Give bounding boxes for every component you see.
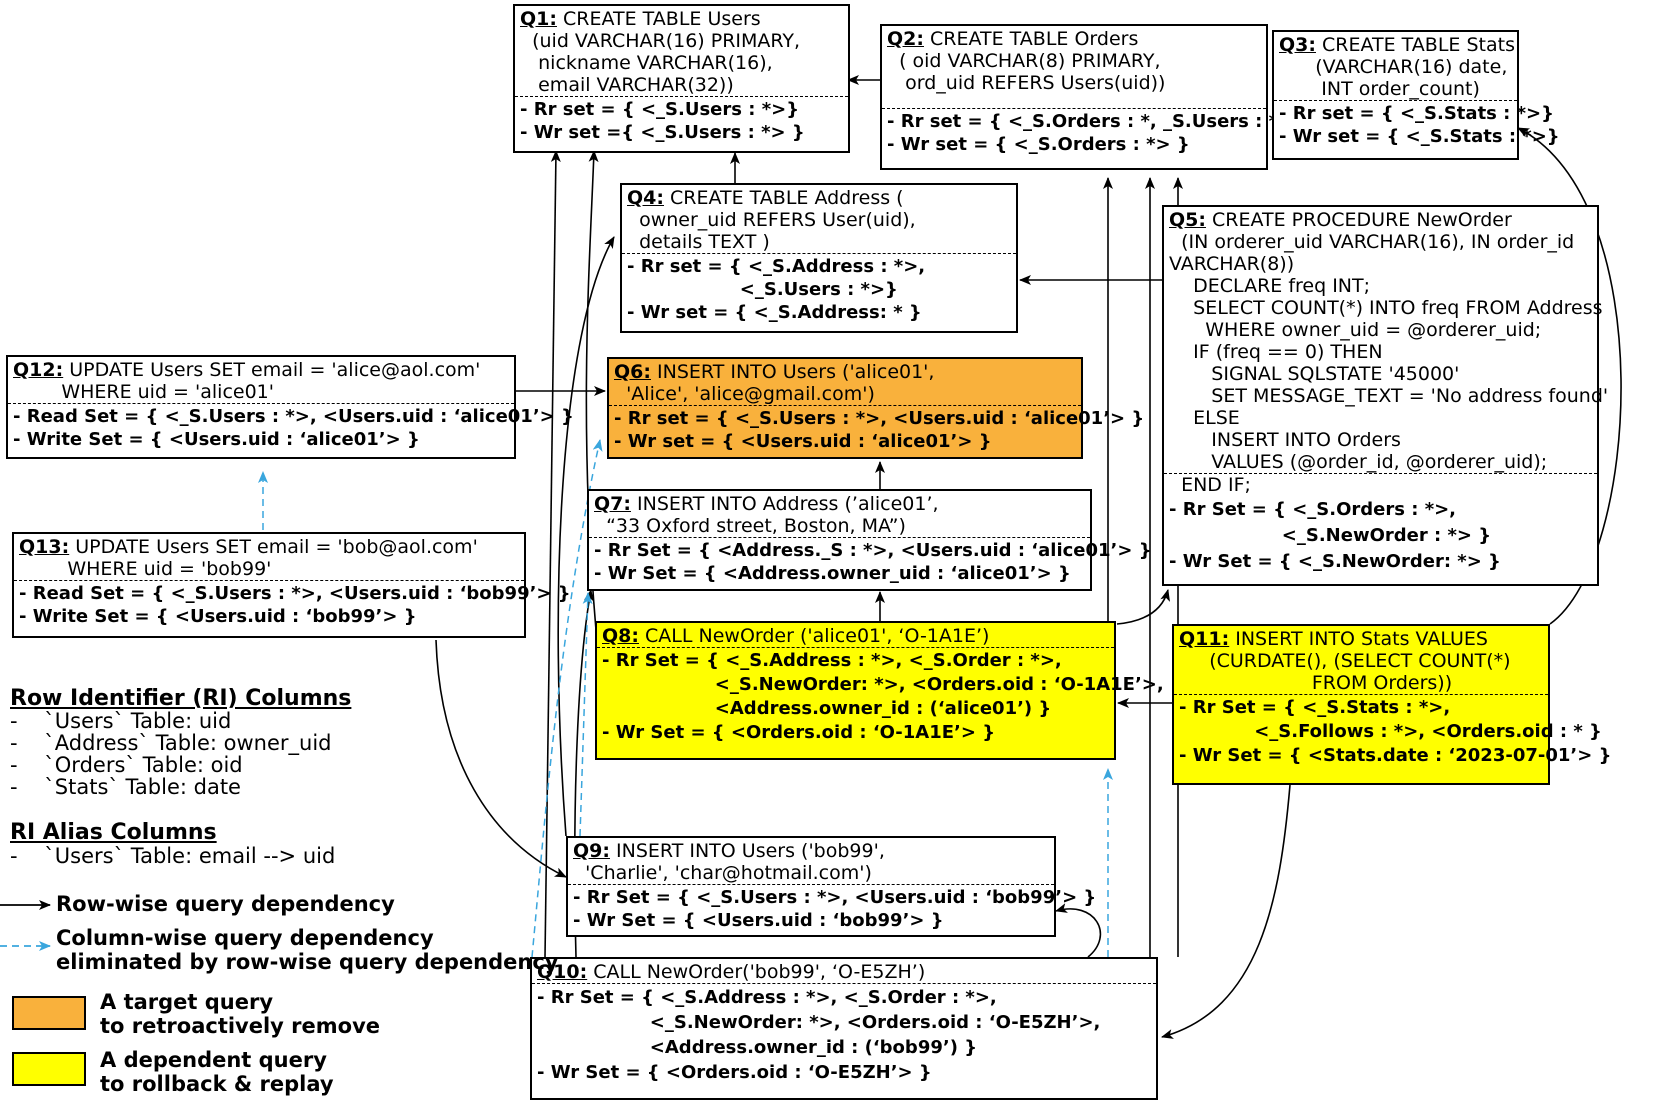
query-text: CREATE TABLE Stats (VARCHAR(16) date, IN… — [1315, 34, 1515, 100]
rw-sets: - Rr Set = { <_S.Orders : *>, <_S.NewOrd… — [1169, 499, 1501, 572]
rw-sets: - Rr set = { <_S.Stats : *>} - Wr set = … — [1274, 100, 1560, 150]
query-id: Q5: — [1169, 209, 1206, 231]
query-id: Q9: — [573, 840, 610, 862]
query-q3[interactable]: Q3: CREATE TABLE Stats (VARCHAR(16) date… — [1272, 30, 1560, 160]
query-id: Q2: — [887, 28, 924, 50]
query-q5[interactable]: Q5: CREATE PROCEDURE NewOrder (IN ordere… — [1162, 205, 1608, 586]
query-text: CREATE TABLE Address ( owner_uid REFERS … — [639, 187, 916, 253]
query-q7[interactable]: Q7: INSERT INTO Address (’alice01’, “33 … — [587, 489, 1152, 591]
query-text-tail: END IF; — [1164, 473, 1597, 496]
query-q6[interactable]: Q6: INSERT INTO Users ('alice01', 'Alice… — [607, 357, 1144, 459]
query-id: Q3: — [1279, 34, 1316, 56]
query-text: INSERT INTO Address (’alice01’, “33 Oxfo… — [606, 493, 939, 537]
query-q11[interactable]: Q11: INSERT INTO Stats VALUES (CURDATE()… — [1172, 624, 1611, 785]
query-id: Q12: — [13, 359, 64, 381]
arrow-q10-q9 — [1055, 903, 1101, 958]
legend-ri-title: Row Identifier (RI) Columns — [10, 686, 352, 711]
query-text: INSERT INTO Stats VALUES (CURDATE(), (SE… — [1209, 628, 1511, 694]
query-id: Q11: — [1179, 628, 1230, 650]
legend-row-dep-label: Row-wise query dependency — [56, 892, 395, 916]
query-q12[interactable]: Q12: UPDATE Users SET email = 'alice@aol… — [6, 355, 574, 459]
legend-ri-item: - `Address` Table: owner_uid — [10, 731, 332, 755]
legend-ri-item: - `Users` Table: uid — [10, 709, 232, 733]
query-id: Q13: — [19, 536, 70, 558]
legend-dependent-swatch — [12, 1052, 86, 1086]
query-q9[interactable]: Q9: INSERT INTO Users ('bob99', 'Charlie… — [566, 836, 1096, 937]
query-id: Q7: — [594, 493, 631, 515]
query-q13[interactable]: Q13: UPDATE Users SET email = 'bob@aol.c… — [12, 532, 571, 638]
rw-sets: - Rr Set = { <_S.Stats : *>, <_S.Follows… — [1174, 694, 1611, 770]
legend-ri-item: - `Stats` Table: date — [10, 775, 241, 799]
query-text: CREATE PROCEDURE NewOrder (IN orderer_ui… — [1169, 209, 1609, 473]
rw-sets: - Rr Set = { <_S.Address : *>, <_S.Order… — [532, 983, 1156, 1087]
legend-ri-item: - `Orders` Table: oid — [10, 753, 243, 777]
legend-alias-item: - `Users` Table: email --> uid — [10, 844, 336, 868]
query-text: INSERT INTO Users ('bob99', 'Charlie', '… — [585, 840, 885, 884]
arrow-q8-q5 — [1116, 589, 1170, 625]
rw-sets: - Read Set = { <_S.Users : *>, <Users.ui… — [8, 403, 574, 453]
query-text: UPDATE Users SET email = 'alice@aol.com'… — [61, 359, 481, 403]
rw-sets: - Rr set = { <_S.Users : *>} - Wr set ={… — [515, 96, 848, 146]
query-text: UPDATE Users SET email = 'bob@aol.com' W… — [67, 536, 478, 580]
rw-sets: - Rr Set = { <Address._S : *>, <Users.ui… — [589, 537, 1152, 587]
query-id: Q4: — [627, 187, 664, 209]
col-arrow-q9-q7 — [579, 592, 593, 837]
rw-sets: - Read Set = { <_S.Users : *>, <Users.ui… — [14, 580, 571, 630]
rw-sets: - Rr Set = { <_S.Users : *>, <Users.uid … — [568, 884, 1096, 934]
query-q2[interactable]: Q2: CREATE TABLE Orders ( oid VARCHAR(8)… — [880, 24, 1312, 170]
query-q10[interactable]: Q10: CALL NewOrder('bob99', ‘O-E5ZH’) - … — [530, 957, 1158, 1100]
rw-sets: - Rr set = { <_S.Address : *>, <_S.Users… — [622, 253, 1016, 326]
arrow-q10-q1 — [544, 150, 561, 958]
legend-col-dep-label: Column-wise query dependency eliminated … — [56, 926, 559, 974]
legend-target-label: A target query to retroactively remove — [100, 990, 381, 1038]
query-q4[interactable]: Q4: CREATE TABLE Address ( owner_uid REF… — [620, 183, 1018, 333]
col-arrow-q10-q6 — [531, 439, 603, 958]
legend-arrows — [0, 900, 51, 951]
query-id: Q8: — [602, 625, 639, 647]
query-id: Q1: — [520, 8, 557, 30]
arrow-q9-q4 — [557, 236, 615, 837]
rw-sets: - Rr Set = { <_S.Address : *>, <_S.Order… — [597, 647, 1164, 747]
query-text: INSERT INTO Users ('alice01', 'Alice', '… — [626, 361, 935, 405]
rw-sets: - Rr set = { <_S.Orders : *, _S.Users : … — [882, 108, 1312, 158]
query-q1[interactable]: Q1: CREATE TABLE Users (uid VARCHAR(16) … — [513, 4, 850, 153]
query-id: Q6: — [614, 361, 651, 383]
arrow-q13-q9 — [435, 639, 567, 878]
query-text: CALL NewOrder ('alice01', ‘O-1A1E’) — [638, 625, 990, 647]
rw-sets: - Rr set = { <_S.Users : *>, <Users.uid … — [609, 405, 1144, 455]
query-text: CREATE TABLE Users (uid VARCHAR(16) PRIM… — [532, 8, 801, 96]
query-id: Q10: — [537, 961, 588, 983]
query-text: CREATE TABLE Orders ( oid VARCHAR(8) PRI… — [899, 28, 1166, 94]
query-text: CALL NewOrder('bob99', ‘O-E5ZH’) — [587, 961, 926, 983]
arrow-q11-q10 — [1161, 784, 1291, 1039]
legend-alias-title: RI Alias Columns — [10, 820, 217, 845]
legend-dependent-label: A dependent query to rollback & replay — [100, 1048, 334, 1096]
query-q8[interactable]: Q8: CALL NewOrder ('alice01', ‘O-1A1E’) … — [595, 621, 1164, 760]
legend-target-swatch — [12, 996, 86, 1030]
